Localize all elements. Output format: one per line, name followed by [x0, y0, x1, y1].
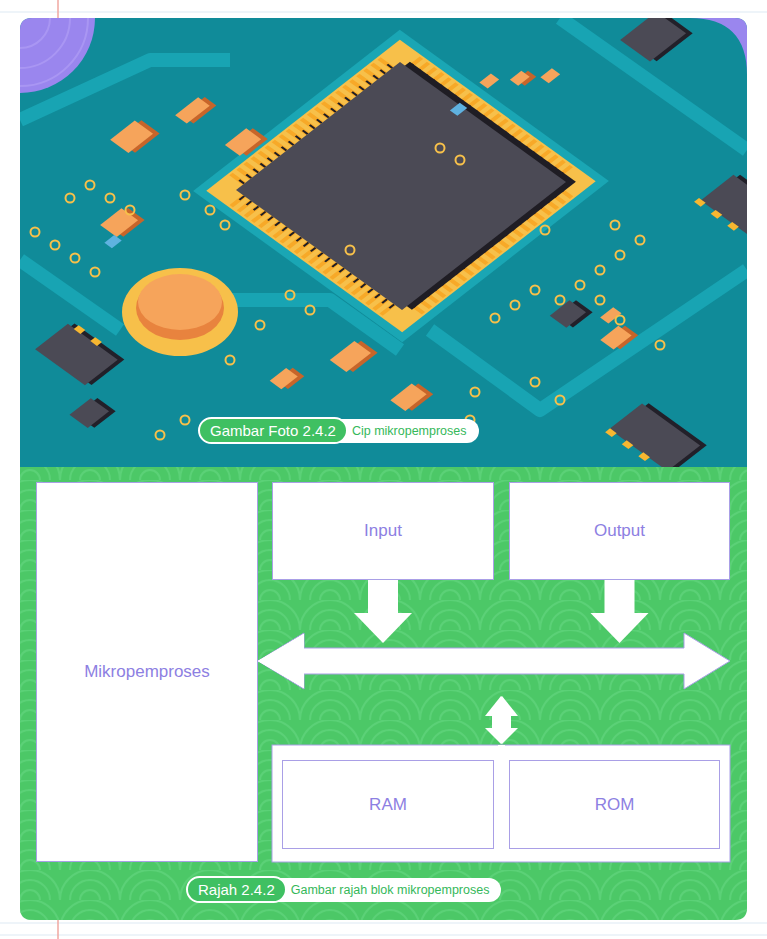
memory-box [272, 745, 730, 862]
block-label: Input [358, 521, 408, 541]
bus-connector [258, 634, 517, 760]
block-label: Output [588, 521, 651, 541]
block-label: Mikropemproses [78, 662, 216, 682]
block-box: RAM [282, 760, 494, 849]
caption-text: Gambar Foto 2.4.2 [198, 417, 348, 444]
block-box: Mikropemproses [36, 482, 258, 862]
caption-text: Gambar rajah blok mikropemproses [267, 878, 502, 902]
bus-arrow [258, 633, 730, 689]
block-box: Input [272, 482, 494, 580]
block-box: Output [509, 482, 730, 580]
bus-connector [258, 580, 649, 688]
caption-text: Cip mikropemproses [328, 419, 479, 443]
block-label: ROM [589, 795, 641, 815]
bus-connector [258, 634, 518, 760]
block-box: ROM [509, 760, 720, 849]
block-label: RAM [363, 795, 413, 815]
caption-text: Rajah 2.4.2 [186, 876, 287, 903]
